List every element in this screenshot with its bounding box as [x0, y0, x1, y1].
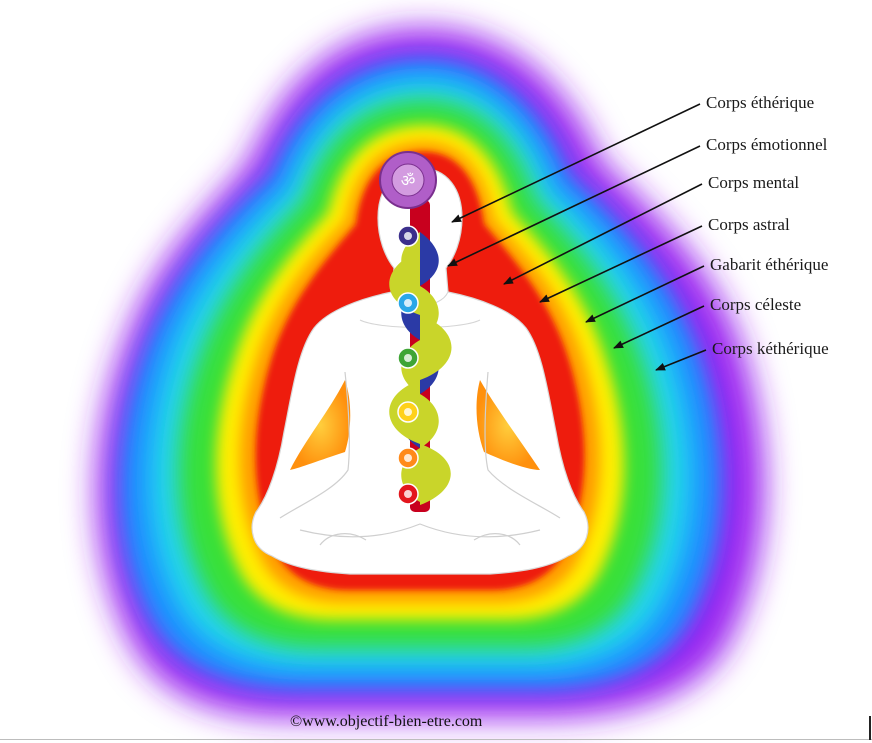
bottom-divider [0, 739, 872, 740]
chakra-column [397, 225, 419, 505]
chakra-solar-plexus-center [404, 408, 412, 416]
legs-outline [299, 523, 541, 538]
left-arm-outline [279, 371, 350, 519]
aura-label-1: Corps éthérique [706, 93, 814, 112]
label-arrow-2 [447, 145, 701, 267]
label-arrow-5 [585, 265, 705, 323]
chakra-heart-center [404, 354, 412, 362]
chakra-throat-center [404, 299, 412, 307]
om-symbol-icon: ॐ [401, 171, 416, 190]
corner-mark [869, 716, 871, 740]
aura-label-6: Corps céleste [710, 295, 801, 314]
aura-label-4: Corps astral [708, 215, 790, 234]
aura-label-3: Corps mental [708, 173, 799, 192]
right-arm-gap [476, 380, 540, 470]
crown-chakra: ॐ [379, 151, 437, 209]
label-arrow-4 [539, 225, 703, 303]
aura-label-7: Corps kéthérique [712, 339, 829, 358]
chakra-third-eye-center [404, 232, 412, 240]
ankle-outline [319, 533, 521, 546]
left-arm-gap [290, 380, 351, 470]
label-arrow-1 [451, 103, 701, 223]
helix-gold-wide [389, 250, 452, 505]
label-arrow-3 [503, 183, 703, 285]
chakra-root-center [404, 490, 412, 498]
crown-chakra-inner [391, 163, 425, 197]
label-arrow-6 [613, 305, 705, 349]
chakra-sacral-center [404, 454, 412, 462]
aura-label-5: Gabarit éthérique [710, 255, 828, 274]
copyright-credit: ©www.objectif-bien-etre.com [290, 713, 483, 730]
label-arrow-7 [655, 349, 707, 371]
right-arm-outline [484, 371, 561, 519]
aura-label-2: Corps émotionnel [706, 135, 828, 154]
